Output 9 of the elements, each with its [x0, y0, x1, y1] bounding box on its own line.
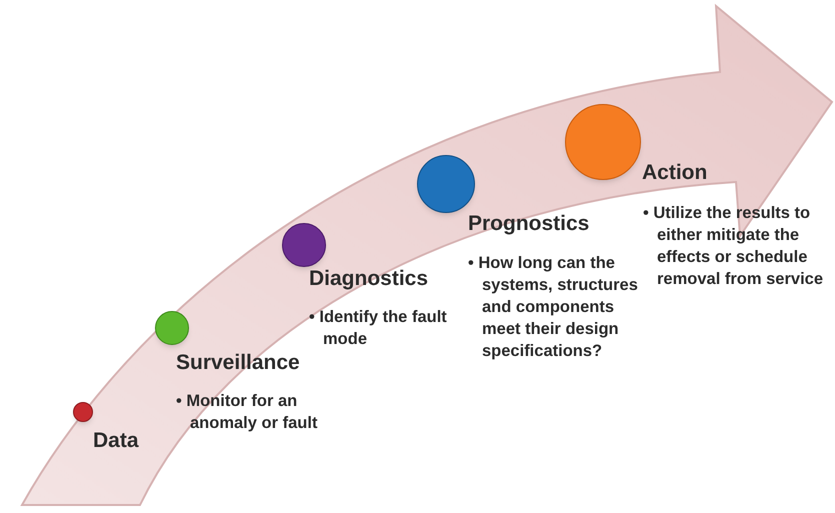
stage-description: • Monitor for an anomaly or fault	[176, 391, 318, 434]
stage-heading: Surveillance	[176, 350, 301, 376]
stage-description: • Utilize the results to either mitigate the effects or schedule removal from service	[643, 203, 824, 290]
stage-heading: Data	[93, 428, 140, 454]
stage-heading: Prognostics	[468, 211, 590, 237]
stage-heading: Action	[642, 160, 708, 186]
stage-description: • Identify the fault mode	[309, 307, 448, 350]
stage-heading: Diagnostics	[309, 266, 430, 292]
stage-description: • How long can the systems, structures and components meet their design specifications?	[468, 253, 639, 362]
